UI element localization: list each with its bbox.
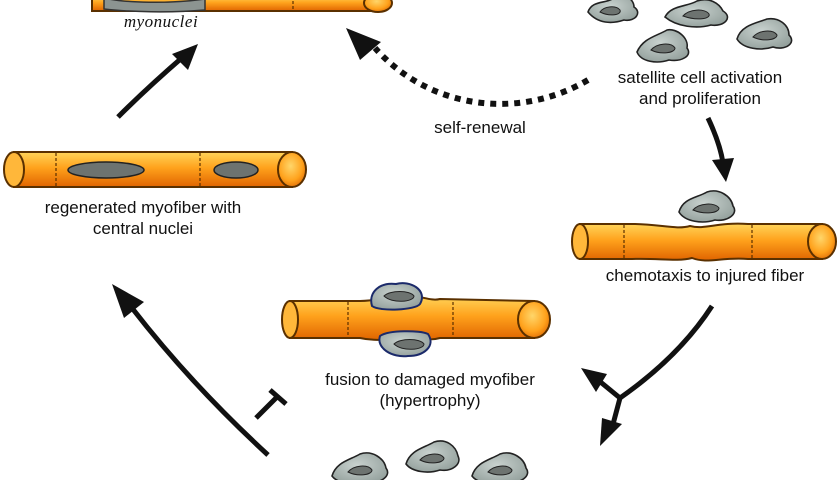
central-nucleus — [213, 161, 259, 179]
label-fusion-line2: (hypertrophy) — [379, 391, 481, 410]
satellite-cell — [587, 0, 639, 24]
satellite-cell — [405, 440, 460, 473]
label-regenerated-myofiber: regenerated myofiber with central nuclei — [0, 197, 286, 239]
arrow-chemotaxis-split — [618, 304, 715, 401]
label-fusion-line1: fusion to damaged myofiber — [325, 370, 535, 389]
arrow-activation-to-chemotaxis — [705, 116, 726, 164]
satellite-cell-cluster-top — [587, 0, 793, 63]
satellite-cell — [471, 452, 529, 485]
self-renewal-arrow — [372, 46, 590, 107]
label-myonuclei: myonuclei — [123, 12, 199, 31]
injured-myofiber — [571, 190, 837, 262]
arrow-to-myonuclei — [116, 54, 186, 119]
satellite-cell-cluster-bottom — [331, 440, 529, 485]
central-nucleus — [67, 161, 145, 179]
myonucleus-shape — [103, 0, 206, 13]
satellite-cell — [664, 0, 729, 28]
satellite-cell — [736, 17, 793, 50]
label-satellite-line1: satellite cell activation — [617, 68, 783, 87]
label-satellite-line2: and proliferation — [639, 89, 761, 108]
label-self-renewal: self-renewal — [434, 118, 526, 137]
arrow-to-regenerated — [130, 306, 270, 457]
myofiber-mature — [91, 0, 393, 13]
satellite-cell-migrating — [678, 190, 736, 223]
label-regenerated-line2: central nuclei — [92, 219, 194, 238]
label-satellite-activation: satellite cell activation and proliferat… — [585, 67, 815, 109]
satellite-cell — [331, 452, 389, 485]
label-regenerated-line1: regenerated myofiber with — [44, 198, 242, 217]
regenerated-myofiber — [3, 151, 307, 188]
fusion-myofiber — [281, 282, 551, 358]
label-chemotaxis: chemotaxis to injured fiber — [605, 266, 805, 285]
label-fusion: fusion to damaged myofiber (hypertrophy) — [290, 369, 570, 411]
satellite-cell — [636, 28, 690, 63]
